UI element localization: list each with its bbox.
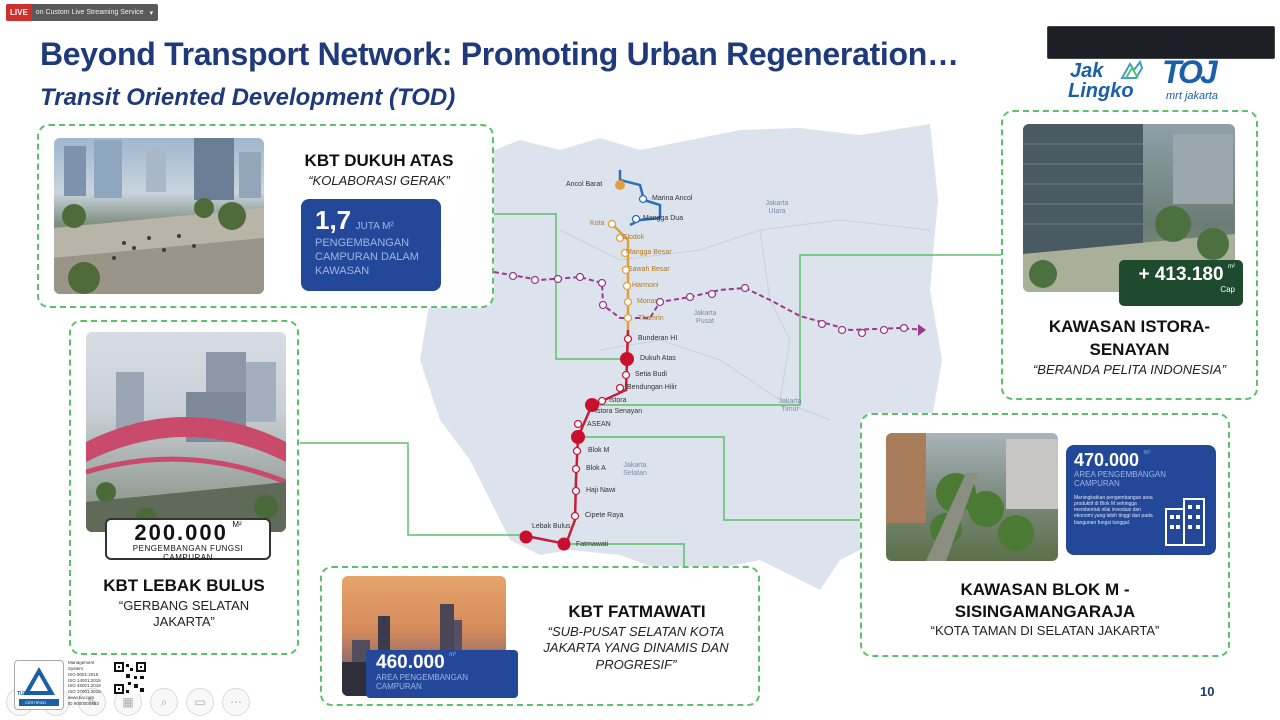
card-dukuh-atas: KBT DUKUH ATAS “KOLABORASI GERAK” 1,7 JU…	[37, 124, 494, 308]
redacted-overlay	[1047, 26, 1275, 59]
card-subtitle: “SUB-PUSAT SELATAN KOTA JAKARTA YANG DIN…	[543, 624, 729, 672]
mrt-jakarta-logo: TOJ mrt jakarta	[1162, 54, 1218, 102]
station-label: Blok A	[586, 465, 606, 472]
qr-code-icon	[114, 662, 146, 694]
station-label: Kota	[590, 220, 605, 227]
stat-number: + 413.180	[1138, 264, 1224, 285]
stat-box: + 413.180 m² Cap	[1119, 260, 1243, 306]
station-label: Mangga Dua	[643, 215, 684, 222]
stat-description: AREA PENGEMBANGAN CAMPURAN	[376, 673, 469, 691]
station-label: Blok M	[588, 447, 610, 454]
jaklingko-logo: Jak Lingko	[1066, 60, 1146, 104]
region-label: Jakarta Selatan	[623, 462, 647, 477]
station-label: Monas	[637, 298, 659, 305]
live-service-label: on Custom Live Streaming Service	[35, 9, 144, 16]
lebak-bulus-render	[86, 332, 286, 532]
card-title: KBT DUKUH ATAS	[304, 151, 454, 170]
station-label: Harmoni	[632, 282, 659, 289]
region-label: Jakarta Pusat	[693, 310, 717, 325]
card-subtitle: “KOTA TAMAN DI SELATAN JAKARTA”	[930, 623, 1160, 638]
card-title: KAWASAN ISTORA-SENAYAN	[1048, 317, 1211, 359]
station-label: Setia Budi	[635, 371, 667, 378]
station-label: ASEAN	[587, 421, 611, 428]
station-label: Bunderan HI	[638, 335, 678, 342]
station-label: Glodok	[622, 234, 645, 241]
tuv-certification-badge: TÜVRheinland CERTIFIED	[14, 660, 64, 710]
building-icon	[1165, 498, 1205, 546]
certification-list: Management System ISO 9001:2015 ISO 1400…	[68, 660, 101, 706]
station-label: Marina Ancol	[652, 195, 693, 202]
slide-title: Beyond Transport Network: Promoting Urba…	[40, 36, 959, 72]
stat-unit: m²	[449, 652, 457, 658]
card-subtitle: “GERBANG SELATAN JAKARTA”	[118, 598, 250, 630]
stat-box: 460.000 m² AREA PENGEMBANGAN CAMPURAN	[366, 650, 518, 698]
slide-subtitle: Transit Oriented Development (TOD)	[40, 84, 456, 111]
station-label: Istora Senayan	[595, 408, 643, 415]
card-subtitle: “KOLABORASI GERAK”	[308, 173, 450, 188]
stat-description: PENGEMBANGAN CAMPURAN DALAM KAWASAN	[315, 237, 419, 277]
live-badge: LIVE	[6, 4, 32, 21]
stat-box: 470.000 m² AREA PENGEMBANGAN CAMPURAN Me…	[1066, 445, 1216, 555]
card-title: KAWASAN BLOK M - SISINGAMANGARAJA	[954, 580, 1136, 622]
card-title: KBT LEBAK BULUS	[103, 576, 265, 595]
blok-m-photo	[886, 433, 1058, 561]
station-label: Mangga Besar	[626, 249, 672, 256]
tuv-logo-icon	[19, 667, 59, 706]
zoom-icon[interactable]: ⌕	[150, 688, 178, 716]
station-label: Fatmawati	[576, 541, 609, 548]
station-label: Istora	[609, 397, 627, 404]
jaklingko-mark-icon	[1120, 60, 1144, 79]
stat-unit: M²	[232, 520, 242, 529]
page-number: 10	[1200, 684, 1215, 699]
card-istora-senayan: + 413.180 m² Cap KAWASAN ISTORA-SENAYAN …	[1001, 110, 1258, 400]
district-border	[559, 219, 931, 261]
arrow-right-icon	[918, 324, 926, 336]
orange-line	[611, 223, 630, 360]
lrt-stations	[508, 271, 909, 338]
subtitles-icon[interactable]: ▭	[186, 688, 214, 716]
stat-unit: m²	[1228, 264, 1235, 270]
stat-number: 460.000	[376, 652, 445, 673]
stat-note: Meningkatkan pengembangan area produktif…	[1074, 494, 1153, 526]
station-render-illustration	[86, 352, 286, 532]
stat-description: AREA PENGEMBANGAN CAMPURAN	[1074, 470, 1167, 488]
card-fatmawati: 460.000 m² AREA PENGEMBANGAN CAMPURAN KB…	[320, 566, 760, 706]
card-subtitle: “BERANDA PELITA INDONESIA”	[1032, 362, 1227, 377]
stat-box: 200.000 M² PENGEMBANGAN FUNGSI CAMPURAN	[105, 518, 271, 562]
pen-icon[interactable]: ✎	[78, 688, 106, 716]
stat-number: 200.000	[134, 520, 228, 545]
dukuh-atas-photo	[54, 138, 264, 294]
region-label: Jakarta Timur	[778, 398, 802, 413]
station-label: Sawah Besar	[628, 266, 670, 273]
stat-number: 1,7	[315, 205, 352, 235]
region-label: Jakarta Utara	[765, 200, 789, 215]
stat-number: 470.000	[1074, 450, 1140, 470]
station-label: Haji Nawi	[586, 487, 616, 494]
qr-code	[114, 662, 146, 694]
station-ancol-barat	[615, 180, 625, 190]
live-stream-bar[interactable]: LIVE on Custom Live Streaming Service ▾	[6, 4, 159, 21]
stat-box: 1,7 JUTA M² PENGEMBANGAN CAMPURAN DALAM …	[301, 199, 441, 291]
card-blok-m: 470.000 m² AREA PENGEMBANGAN CAMPURAN Me…	[860, 413, 1230, 657]
station-label: Bendungan Hilir	[627, 384, 677, 391]
stat-description: Cap	[1220, 285, 1235, 294]
card-title: KBT FATMAWATI	[568, 602, 706, 621]
tod-hub-stations	[519, 352, 634, 551]
station-label: Cipete Raya	[585, 512, 624, 519]
more-icon[interactable]: ⋯	[222, 688, 250, 716]
chevron-down-icon[interactable]: ▾	[149, 9, 154, 17]
district-border	[759, 229, 791, 401]
stat-unit: m²	[1143, 450, 1151, 456]
station-label: Ancol Barat	[566, 181, 603, 188]
card-lebak-bulus: 200.000 M² PENGEMBANGAN FUNGSI CAMPURAN …	[69, 320, 299, 655]
station-label: Thamrin	[638, 315, 664, 322]
station-label: Lebak Bulus	[532, 523, 571, 530]
city-bridge-illustration	[54, 138, 264, 294]
green-corridor-illustration	[886, 433, 1058, 561]
stat-description: PENGEMBANGAN FUNGSI CAMPURAN	[132, 544, 244, 562]
stat-unit: JUTA M²	[355, 221, 394, 232]
station-label: Dukuh Atas	[640, 355, 676, 362]
